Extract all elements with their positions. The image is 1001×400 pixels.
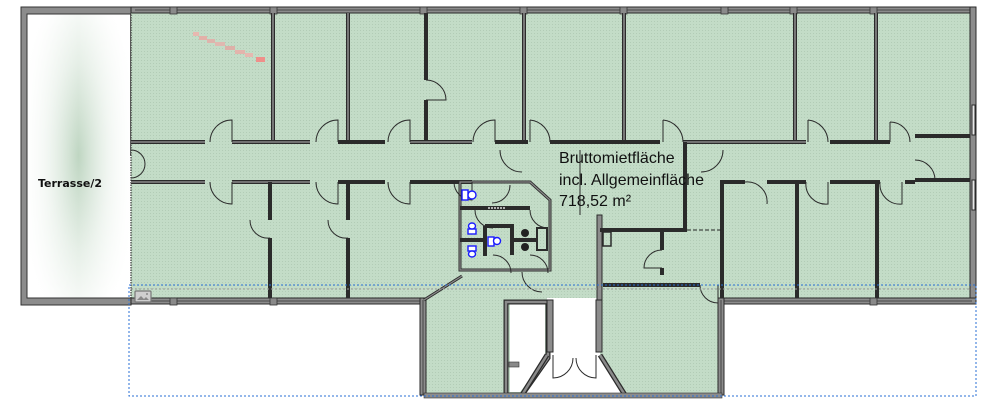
toilet-icon bbox=[487, 236, 502, 247]
terrace[interactable]: Terrasse/2 bbox=[20, 6, 133, 306]
area-label-line2: incl. Allgemeinfläche bbox=[559, 172, 704, 189]
image-icon[interactable] bbox=[134, 290, 152, 303]
toilet-icon bbox=[461, 189, 477, 201]
toilet-icon bbox=[467, 245, 477, 258]
area-value: 718,52 m² bbox=[559, 193, 632, 210]
annotation-mark bbox=[193, 32, 265, 62]
sanitary-fixtures bbox=[461, 189, 529, 258]
area-label-line1: Bruttomietfläche bbox=[559, 150, 675, 167]
selection-box[interactable] bbox=[128, 284, 977, 397]
terrace-label: Terrasse/2 bbox=[38, 177, 102, 190]
doors bbox=[130, 79, 936, 379]
columns bbox=[169, 6, 878, 306]
floor-drain-icon bbox=[521, 229, 529, 237]
interior-walls bbox=[131, 13, 970, 298]
windows bbox=[971, 104, 976, 211]
floor-drain-icon bbox=[521, 243, 529, 251]
toilet-icon bbox=[467, 222, 477, 235]
area-label: Bruttomietfläche incl. Allgemeinfläche 7… bbox=[559, 150, 704, 210]
